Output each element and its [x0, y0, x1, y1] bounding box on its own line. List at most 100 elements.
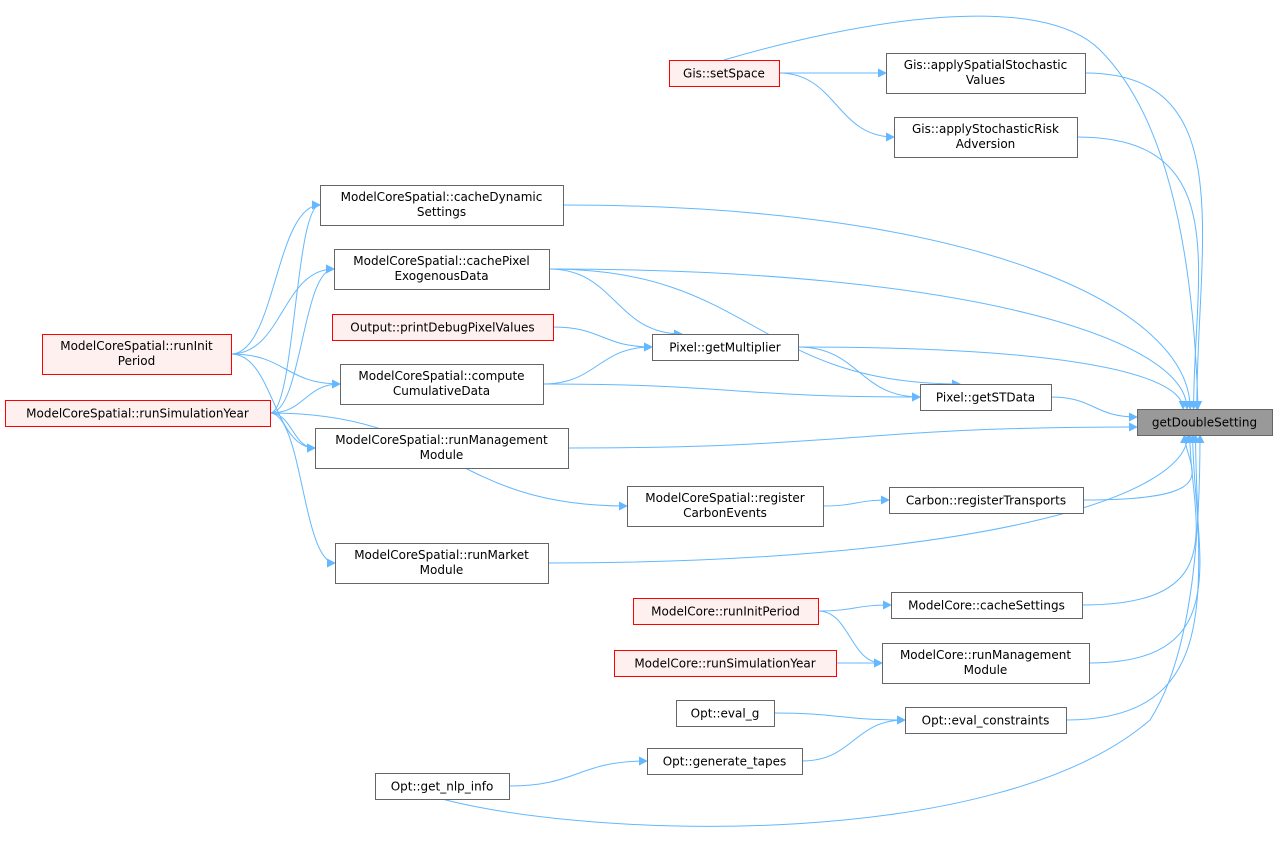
edge-mcsRunInit-to-cacheDyn — [230, 200, 321, 355]
node-label: Output::printDebugPixelValues — [350, 321, 534, 335]
node-label: ModelCore::runManagement — [900, 648, 1071, 662]
node-label: ModelCore::runInitPeriod — [651, 605, 800, 619]
node-label: Values — [966, 73, 1005, 87]
edge-mcsRunMgmt-to-gds — [567, 422, 1138, 449]
node-box — [42, 334, 232, 375]
node-label: ModelCore::cacheSettings — [908, 599, 1065, 613]
node-box — [614, 650, 837, 677]
edge-cachePix-to-getST — [548, 268, 961, 389]
edge-mcsRunSim-to-cacheDyn — [269, 200, 321, 414]
node-label: Adversion — [956, 137, 1016, 151]
node-cachePix[interactable]: ModelCoreSpatial::cachePixelExogenousDat… — [334, 249, 550, 290]
edge-applySSV-to-gds — [1084, 72, 1204, 410]
edge-getST-to-gds — [1050, 396, 1138, 422]
node-box — [375, 773, 510, 800]
node-getMult[interactable]: Pixel::getMultiplier — [652, 334, 799, 361]
node-label: ModelCore::runSimulationYear — [634, 657, 815, 671]
node-label: Gis::applyStochasticRisk — [912, 122, 1059, 136]
edge-mcRunInit-to-mcRunMgmt — [817, 610, 883, 668]
node-box — [886, 53, 1086, 94]
edge-cachePix-to-gds — [548, 268, 1192, 410]
node-box — [633, 598, 819, 625]
node-label: ModelCoreSpatial::compute — [358, 369, 524, 383]
node-label: ModelCoreSpatial::runMarket — [354, 548, 529, 562]
node-box — [882, 643, 1090, 684]
edge-mcRunMgmt-to-gds — [1088, 434, 1201, 664]
node-label: ModelCoreSpatial::runSimulationYear — [26, 407, 249, 421]
node-evalC[interactable]: Opt::eval_constraints — [905, 707, 1067, 734]
node-box — [894, 117, 1078, 158]
node-label: CumulativeData — [393, 384, 490, 398]
node-label: Gis::setSpace — [683, 67, 765, 81]
edge-mcsRunSim-to-mcsRunMkt — [269, 412, 336, 568]
node-box — [315, 428, 569, 469]
node-label: Opt::get_nlp_info — [391, 780, 494, 794]
node-box — [669, 60, 780, 87]
node-label: Gis::applySpatialStochastic — [904, 58, 1067, 72]
node-box — [652, 334, 799, 361]
edge-computeCum-to-getMult — [542, 342, 653, 385]
node-box — [905, 707, 1067, 734]
node-box — [5, 400, 271, 427]
node-regTrans[interactable]: Carbon::registerTransports — [889, 487, 1084, 514]
edge-computeCum-to-getST — [542, 383, 921, 402]
node-box — [889, 487, 1084, 514]
node-label: Pixel::getMultiplier — [669, 341, 781, 355]
node-label: ModelCoreSpatial::runManagement — [335, 433, 548, 447]
node-box — [334, 249, 550, 290]
edge-mcRunInit-to-mcCache — [817, 600, 892, 612]
node-label: getDoubleSetting — [1152, 416, 1257, 430]
node-box — [647, 748, 803, 775]
node-mcsRunSim[interactable]: ModelCoreSpatial::runSimulationYear — [5, 400, 271, 427]
edge-genTapes-to-evalC — [801, 715, 906, 762]
edge-mcsRunInit-to-mcsRunMgmt — [230, 353, 316, 453]
node-label: ModelCoreSpatial::register — [645, 491, 805, 505]
edge-applySRA-to-gds — [1076, 136, 1200, 410]
node-genTapes[interactable]: Opt::generate_tapes — [647, 748, 803, 775]
node-box — [891, 592, 1083, 619]
node-label: ModelCoreSpatial::runInit — [60, 339, 213, 353]
node-label: Pixel::getSTData — [936, 391, 1035, 405]
node-label: ModelCoreSpatial::cachePixel — [353, 254, 530, 268]
node-mcCache[interactable]: ModelCore::cacheSettings — [891, 592, 1083, 619]
node-printDbg[interactable]: Output::printDebugPixelValues — [332, 314, 554, 341]
node-setSpace[interactable]: Gis::setSpace — [669, 60, 780, 87]
node-label: Module — [420, 448, 464, 462]
edge-cacheDyn-to-gds — [562, 204, 1195, 410]
node-label: Opt::generate_tapes — [663, 755, 787, 769]
node-box — [332, 314, 554, 341]
edge-evalC-to-gds — [1065, 434, 1201, 721]
edge-printDbg-to-getMult — [552, 326, 653, 352]
node-getST[interactable]: Pixel::getSTData — [920, 384, 1052, 411]
node-nlpInfo[interactable]: Opt::get_nlp_info — [375, 773, 510, 800]
edge-getMult-to-getST — [797, 346, 921, 402]
node-label: ModelCoreSpatial::cacheDynamic — [341, 190, 543, 204]
edge-mcsRunInit-to-computeCum — [230, 353, 341, 389]
node-label: Carbon::registerTransports — [906, 494, 1066, 508]
edge-cachePix-to-getMult — [548, 268, 683, 339]
edges-layer — [230, 15, 1205, 827]
edge-mcsRunSim-to-cachePix — [269, 264, 335, 414]
node-box — [340, 364, 544, 405]
node-box — [335, 543, 549, 584]
node-label: Opt::eval_constraints — [922, 714, 1050, 728]
node-label: ExogenousData — [394, 269, 488, 283]
edge-getMult-to-gds — [797, 346, 1188, 410]
node-mcsRunInit[interactable]: ModelCoreSpatial::runInitPeriod — [42, 334, 232, 375]
node-label: Settings — [417, 205, 466, 219]
node-mcRunInit[interactable]: ModelCore::runInitPeriod — [633, 598, 819, 625]
node-mcRunSim[interactable]: ModelCore::runSimulationYear — [614, 650, 837, 677]
node-gds[interactable]: getDoubleSetting — [1137, 409, 1273, 436]
node-evalG[interactable]: Opt::eval_g — [676, 700, 775, 727]
edge-regCarbon-to-regTrans — [822, 495, 890, 507]
edge-evalG-to-evalC — [773, 712, 906, 725]
